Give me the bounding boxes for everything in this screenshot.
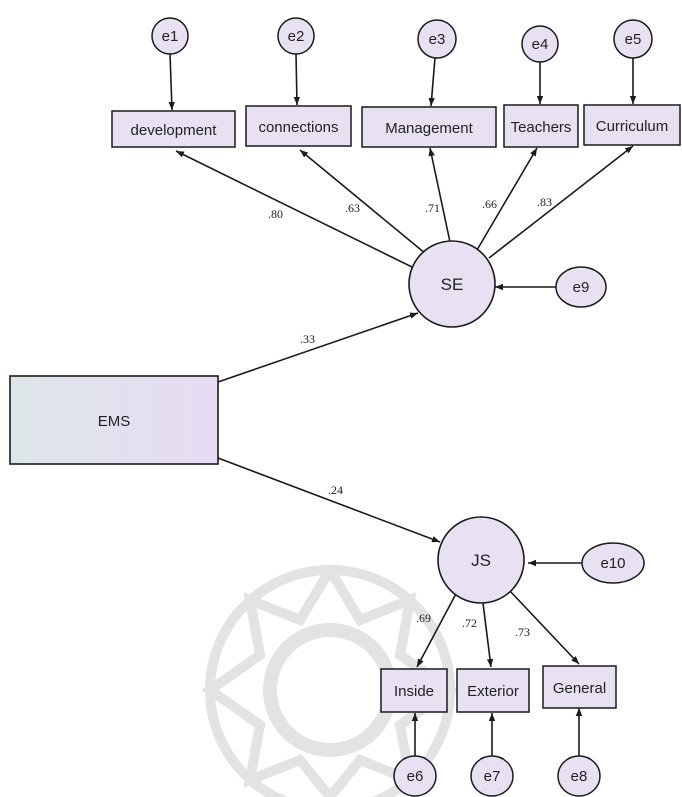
edge-se-curriculum: .83	[488, 145, 634, 259]
edge-se-development: .80	[175, 150, 415, 269]
error-e3: e3	[417, 19, 457, 59]
svg-text:e10: e10	[600, 555, 625, 572]
svg-text:e2: e2	[288, 28, 305, 45]
error-e7: e7	[470, 755, 514, 797]
svg-text:connections: connections	[258, 119, 338, 136]
edge-se-management: .71	[425, 147, 451, 243]
weight-ems-se: .33	[300, 332, 315, 346]
error-e9: e9	[555, 266, 607, 308]
svg-text:Management: Management	[385, 120, 473, 137]
error-e2: e2	[277, 17, 315, 55]
latent-js: JS	[437, 516, 525, 604]
svg-text:SE: SE	[441, 275, 464, 294]
svg-text:e4: e4	[532, 36, 549, 53]
weight-se-curriculum: .83	[537, 195, 552, 209]
indicator-development: development	[111, 110, 236, 148]
svg-text:Curriculum: Curriculum	[596, 118, 669, 135]
error-e6: e6	[393, 755, 437, 797]
svg-text:Inside: Inside	[394, 683, 434, 700]
error-e8: e8	[557, 755, 601, 797]
svg-text:development: development	[131, 122, 218, 139]
weight-se-management: .71	[425, 201, 440, 215]
edge-ems-se: .33	[217, 312, 419, 383]
weight-se-teachers: .66	[482, 197, 497, 211]
error-e5: e5	[613, 19, 653, 59]
edge-se-teachers: .66	[476, 147, 538, 251]
indicator-general: General	[542, 665, 617, 709]
indicator-management: Management	[361, 106, 497, 148]
weight-js-exterior: .72	[462, 616, 477, 630]
error-e1: e1	[151, 17, 189, 55]
svg-text:EMS: EMS	[98, 413, 131, 430]
indicator-curriculum: Curriculum	[583, 104, 681, 146]
edge-js-inside: .69	[416, 589, 459, 668]
svg-text:e5: e5	[625, 31, 642, 48]
svg-text:General: General	[553, 680, 606, 697]
edge-js-exterior: .72	[462, 602, 494, 668]
svg-text:e8: e8	[571, 768, 588, 785]
svg-text:e1: e1	[162, 28, 179, 45]
weight-js-general: .73	[515, 625, 530, 639]
weight-se-connections: .63	[345, 201, 360, 215]
observed-ems: EMS	[9, 375, 219, 465]
edge-se-connections: .63	[299, 149, 427, 255]
weight-ems-js: .24	[328, 483, 343, 497]
indicator-exterior: Exterior	[456, 668, 530, 713]
indicator-connections: connections	[245, 105, 352, 147]
svg-text:e3: e3	[429, 31, 446, 48]
weight-js-inside: .69	[416, 611, 431, 625]
error-arrows	[168, 53, 637, 756]
error-e4: e4	[521, 25, 559, 63]
edge-js-general: .73	[508, 589, 580, 665]
svg-text:e7: e7	[484, 768, 501, 785]
indicator-inside: Inside	[380, 668, 448, 713]
latent-se: SE	[408, 240, 496, 328]
svg-text:JS: JS	[471, 551, 491, 570]
weight-se-development: .80	[268, 207, 283, 221]
svg-text:e6: e6	[407, 768, 424, 785]
indicator-teachers: Teachers	[503, 104, 579, 148]
svg-text:Teachers: Teachers	[511, 119, 572, 136]
edge-ems-js: .24	[217, 457, 441, 543]
error-e10: e10	[581, 542, 645, 584]
svg-text:e9: e9	[573, 279, 590, 296]
svg-text:Exterior: Exterior	[467, 683, 519, 700]
